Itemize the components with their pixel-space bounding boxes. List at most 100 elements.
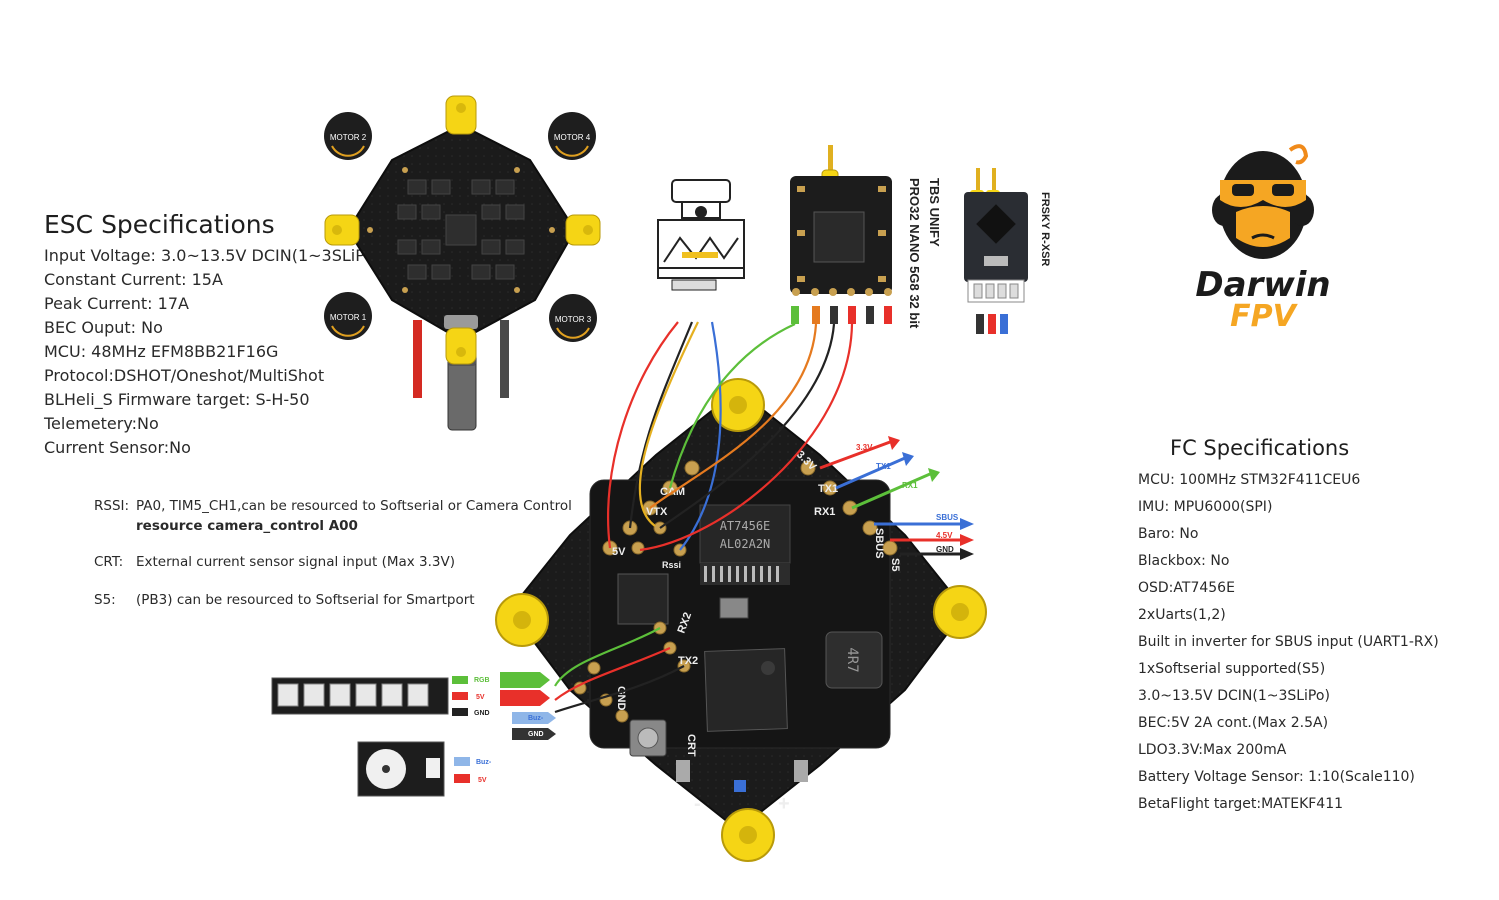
label-s5: S5 [889,558,901,571]
esc-spec-item: MCU: 48MHz EFM8BB21F16G [44,342,279,361]
tbs-title: TBS UNIFY [927,178,942,247]
label-sbus: SBUS [873,528,885,559]
rssi-note-key: RSSI: [94,498,130,514]
label-rx1: RX1 [814,506,835,518]
label-5v: 5V [612,546,626,558]
osd-chip [699,504,791,564]
fc-spec-item: 3.0~13.5V DCIN(1~3SLiPo) [1138,688,1330,704]
esc-pads [367,167,555,293]
camera [657,179,745,291]
s5-note: S5: (PB3) can be resourced to Softserial … [94,592,572,608]
logo-face [1236,206,1290,247]
label-crt: CRT [685,734,697,757]
darwin-fpv-logo: Darwin FPV [1195,144,1331,334]
esc-spec-item: Current Sensor:No [44,438,191,457]
buzzer: Buz- 5V [357,741,492,797]
fc-spec-list: MCU: 100MHz STM32F411CEU6 IMU: MPU6000(S… [1138,467,1439,818]
fc-spec-item: OSD:AT7456E [1138,580,1235,596]
motor-4-label: MOTOR 4 [554,133,591,142]
motor-1-label: MOTOR 1 [330,313,367,322]
led-label-5v: 5V [476,694,485,701]
esc-spec-item: Protocol:DSHOT/Oneshot/MultiShot [44,366,325,385]
esc-connector [444,315,478,329]
wire-label-45v: 4.5V [936,531,953,540]
flight-controller: AT7456E AL02A2N 4R7 [495,378,987,862]
rssi-note: RSSI: PA0, TIM5_CH1,can be resourced to S… [94,498,572,514]
motor-3-label: MOTOR 3 [555,315,592,324]
frsky-receiver: FRSKY R-XSR [964,168,1051,334]
wire-label-gnd: GND [936,545,954,554]
s5-note-key: S5: [94,592,116,608]
imu-chip [617,573,669,625]
led-label-gnd: GND [474,710,490,717]
fc-spec-item: Blackbox: No [1138,553,1230,569]
wire-label-rx1: RX1 [902,481,918,490]
fc-spec-item: 2xUarts(1,2) [1138,607,1226,623]
wire-label-tx1: TX1 [876,462,891,471]
inductor [825,631,883,689]
side-part-left [676,760,690,782]
logo-hair [1288,144,1309,165]
crt-note-text: External current sensor signal input (Ma… [136,554,456,570]
rssi-note-sub: resource camera_control A00 [136,518,358,534]
label-tx2: TX2 [678,655,698,667]
label-rssi: Rssi [662,560,681,570]
fc-spec-item: IMU: MPU6000(SPI) [1138,499,1273,515]
fc-grommets [495,378,987,862]
esc-spec-item: BLHeli_S Firmware target: S-H-50 [44,390,310,409]
right-connectors: 3.3V TX1 RX1 SBUS 4.5V GND [819,436,974,560]
mcu-chip [704,648,788,732]
side-part-right [794,760,808,782]
motor-badge-1: MOTOR 1 [324,292,372,340]
crystal [719,597,749,619]
fc-spec-item: LDO3.3V:Max 200mA [1138,742,1287,758]
esc-spec-item: Constant Current: 15A [44,270,223,289]
inductor-label: 4R7 [844,647,860,672]
esc-spec-list: Input Voltage: 3.0~13.5V DCIN(1~3SLiPo) … [44,244,380,460]
tbs-unify-vtx: TBS UNIFY PRO32 NANO 5G8 32 bit [790,145,942,329]
motor-badge-4: MOTOR 4 [548,112,596,160]
esc-spec-title: ESC Specifications [44,210,275,239]
fc-spec-item: Baro: No [1138,526,1199,542]
led-label-rgb: RGB [474,677,490,684]
fc-spec-item: Built in inverter for SBUS input (UART1-… [1138,634,1439,650]
esc-power-lead-red [413,320,422,398]
buzzer-connectors: Buz- GND [512,712,556,740]
esc-mosfets [397,179,525,280]
fc-spec-item: BEC:5V 2A cont.(Max 2.5A) [1138,715,1329,731]
logo-fpv-text: FPV [1230,299,1298,334]
tbs-subtitle: PRO32 NANO 5G8 32 bit [907,178,922,329]
s5-note-text: (PB3) can be resourced to Softserial for… [136,592,475,608]
esc-board: MOTOR 2 MOTOR 4 MOTOR 1 MOTOR 3 [324,95,601,431]
osd-chip-label-2: AL02A2N [720,537,771,551]
motor-2-label: MOTOR 2 [330,133,367,142]
esc-spec-item: Telemetery:No [44,414,159,433]
fc-spec-item: 1xSoftserial supported(S5) [1138,661,1326,677]
fc-spec-item: Battery Voltage Sensor: 1:10(Scale110) [1138,769,1415,785]
wire-label-3v3: 3.3V [856,443,873,452]
fc-spec-item: BetaFlight target:MATEKF411 [1138,796,1344,812]
label-plus: + [778,793,790,815]
label-minus: - [694,793,701,815]
crt-note-key: CRT: [94,554,124,570]
crt-note: CRT: External current sensor signal input… [94,554,572,570]
buz-label: Buz- [528,715,544,722]
label-tx1: TX1 [818,483,838,495]
osd-chip-label: AT7456E [720,519,771,533]
esc-grommets [324,95,601,365]
status-led [734,780,746,792]
pin-notes: RSSI: PA0, TIM5_CH1,can be resourced to S… [94,498,572,608]
frsky-label: FRSKY R-XSR [1039,192,1051,266]
wire-label-sbus: SBUS [936,513,959,522]
rssi-note-text: PA0, TIM5_CH1,can be resourced to Softse… [136,498,572,514]
fc-spec-title: FC Specifications [1170,436,1350,460]
buz-gnd-label: GND [528,731,544,738]
fc-spec-item: MCU: 100MHz STM32F411CEU6 [1138,472,1361,488]
esc-power-lead-black [500,320,509,398]
motor-badge-2: MOTOR 2 [324,112,372,160]
osd-chip-pins [700,563,790,585]
motor-badge-3: MOTOR 3 [549,294,597,342]
label-vtx: VTX [646,506,668,518]
wires [554,321,854,714]
